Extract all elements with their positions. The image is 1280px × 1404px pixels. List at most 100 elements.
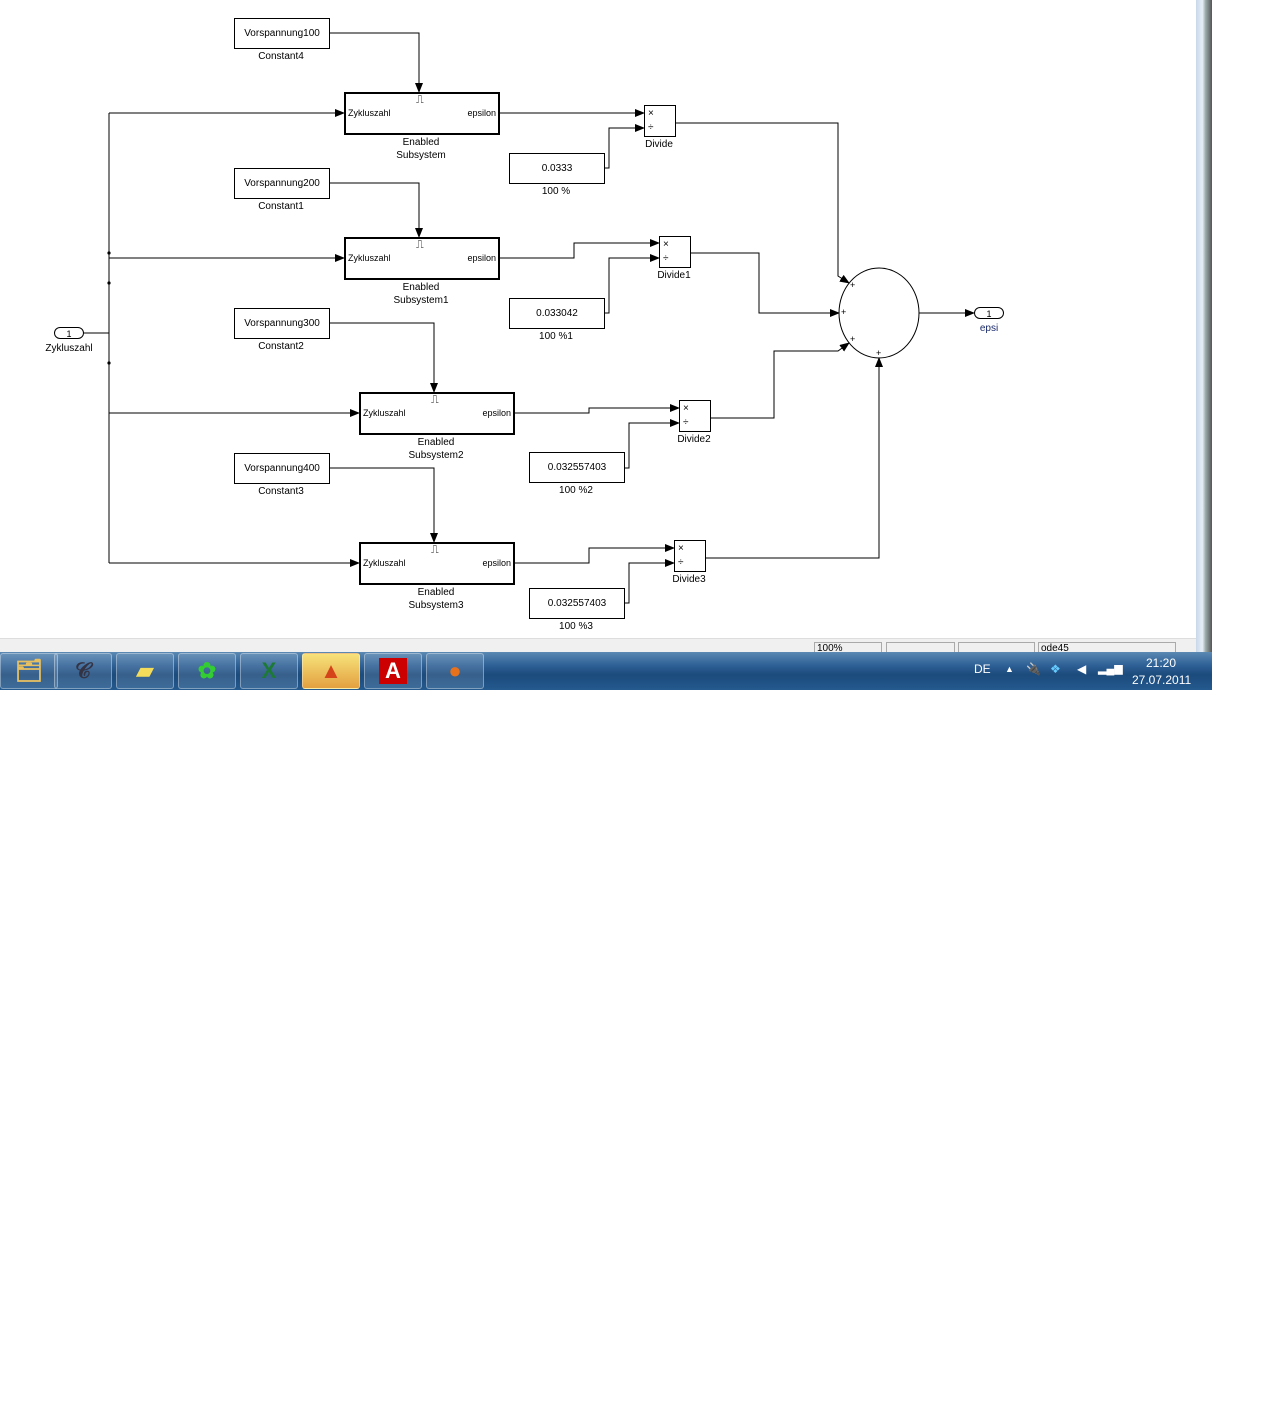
status-bar: 100% ode45 bbox=[0, 638, 1196, 653]
gain-constant-label: 100 %3 bbox=[559, 621, 593, 632]
gain-constant-block[interactable]: 0.033042 bbox=[509, 298, 605, 329]
subsystem-label: Enabled Subsystem1 bbox=[393, 282, 449, 306]
multiply-icon: × bbox=[683, 403, 689, 414]
subsystem-label: Enabled Subsystem2 bbox=[408, 437, 464, 461]
subsystem-input-port-label: Zykluszahl bbox=[348, 108, 391, 118]
signal-line[interactable] bbox=[624, 559, 675, 604]
divide-block[interactable]: ×÷ bbox=[659, 236, 691, 268]
enable-port-icon: ⎍ bbox=[431, 394, 439, 406]
language-indicator[interactable]: DE bbox=[974, 662, 991, 676]
subsystem-label: Enabled Subsystem3 bbox=[408, 587, 464, 611]
inport-label: Zykluszahl bbox=[45, 343, 93, 354]
signal-line[interactable] bbox=[691, 252, 840, 317]
divide-block[interactable]: ×÷ bbox=[644, 105, 676, 137]
status-field bbox=[958, 642, 1035, 653]
clock-date[interactable]: 27.07.2011 bbox=[1132, 673, 1192, 687]
sum-sign: + bbox=[850, 280, 856, 290]
divide-block[interactable]: ×÷ bbox=[674, 540, 706, 572]
constant-label: Constant1 bbox=[258, 201, 304, 212]
enable-port-icon: ⎍ bbox=[416, 239, 424, 251]
constant-label: Constant3 bbox=[258, 486, 304, 497]
enabled-subsystem-block[interactable]: Zykluszahl epsilon ⎍ bbox=[344, 237, 500, 280]
taskbar-app-matlab[interactable]: ▲ bbox=[302, 653, 360, 689]
divide-label: Divide2 bbox=[677, 434, 711, 445]
subsystem-input-port-label: Zykluszahl bbox=[363, 558, 406, 568]
divide-icon: ÷ bbox=[678, 557, 684, 568]
power-icon[interactable]: 🔌 bbox=[1026, 662, 1041, 676]
signal-line[interactable] bbox=[329, 32, 423, 93]
divide-icon: ÷ bbox=[683, 417, 689, 428]
divide-block[interactable]: ×÷ bbox=[679, 400, 711, 432]
scrollbar[interactable] bbox=[1196, 0, 1212, 652]
signal-line[interactable] bbox=[706, 357, 883, 559]
taskbar-app-windows-explorer[interactable]: 🗂 bbox=[0, 653, 58, 689]
signal-line[interactable] bbox=[711, 342, 850, 419]
taskbar-app-firefox[interactable]: ● bbox=[426, 653, 484, 689]
signal-line[interactable] bbox=[329, 322, 438, 393]
dropbox-icon[interactable]: ❖ bbox=[1050, 662, 1061, 676]
subsystem-output-port-label: epsilon bbox=[482, 408, 511, 418]
outport-epsi[interactable]: 1 bbox=[974, 307, 1004, 319]
multiply-icon: × bbox=[648, 108, 654, 119]
signal-line[interactable] bbox=[514, 544, 675, 564]
taskbar-app-sticky-notes[interactable]: ▰ bbox=[116, 653, 174, 689]
sum-sign: + bbox=[841, 307, 847, 317]
outport-label: epsi bbox=[979, 323, 999, 334]
branch-point bbox=[107, 281, 111, 285]
sum-sign: + bbox=[850, 334, 856, 344]
gain-constant-label: 100 % bbox=[541, 186, 571, 197]
taskbar-app-excel[interactable]: X bbox=[240, 653, 298, 689]
divide-label: Divide1 bbox=[657, 270, 691, 281]
constant-label: Constant2 bbox=[258, 341, 304, 352]
signal-line[interactable] bbox=[329, 182, 423, 238]
divide-icon: ÷ bbox=[663, 253, 669, 264]
network-signal-icon[interactable]: ▂▄▆ bbox=[1098, 663, 1123, 675]
sum-sign: + bbox=[876, 348, 882, 358]
gain-constant-block[interactable]: 0.032557403 bbox=[529, 452, 625, 483]
taskbar-app-adobe-reader[interactable]: A bbox=[364, 653, 422, 689]
volume-icon[interactable]: ◀ bbox=[1077, 662, 1087, 676]
signal-line[interactable] bbox=[514, 404, 680, 414]
enabled-subsystem-block[interactable]: Zykluszahl epsilon ⎍ bbox=[359, 392, 515, 435]
enable-port-icon: ⎍ bbox=[416, 94, 424, 106]
gain-constant-label: 100 %2 bbox=[559, 485, 593, 496]
divide-icon: ÷ bbox=[648, 122, 654, 133]
signal-line[interactable] bbox=[676, 122, 850, 284]
status-field bbox=[886, 642, 955, 653]
gain-constant-block[interactable]: 0.032557403 bbox=[529, 588, 625, 619]
subsystem-output-port-label: epsilon bbox=[482, 558, 511, 568]
signal-line[interactable] bbox=[499, 239, 660, 259]
constant-block[interactable]: Vorspannung400 bbox=[234, 453, 330, 484]
constant-block[interactable]: Vorspannung300 bbox=[234, 308, 330, 339]
folder-icon: 🗂 bbox=[15, 658, 43, 683]
branch-point bbox=[107, 251, 111, 255]
cl-icon: 𝒞 bbox=[74, 658, 92, 683]
inport-zykluszahl[interactable]: 1 bbox=[54, 327, 84, 339]
enable-port-icon: ⎍ bbox=[431, 544, 439, 556]
show-hidden-icons[interactable]: ▲ bbox=[1005, 664, 1014, 674]
constant-block[interactable]: Vorspannung100 bbox=[234, 18, 330, 49]
constant-block[interactable]: Vorspannung200 bbox=[234, 168, 330, 199]
signal-line[interactable] bbox=[329, 467, 438, 543]
gain-constant-label: 100 %1 bbox=[539, 331, 573, 342]
subsystem-label: Enabled Subsystem bbox=[396, 137, 446, 161]
taskbar-app-cl[interactable]: 𝒞 bbox=[54, 653, 112, 689]
signal-line[interactable] bbox=[604, 254, 660, 314]
branch-point bbox=[107, 361, 111, 365]
flower-icon: ✿ bbox=[197, 658, 217, 683]
status-zoom: 100% bbox=[814, 642, 882, 653]
signal-line[interactable] bbox=[624, 419, 680, 469]
subsystem-input-port-label: Zykluszahl bbox=[363, 408, 406, 418]
divide-label: Divide bbox=[645, 139, 673, 150]
subsystem-output-port-label: epsilon bbox=[467, 253, 496, 263]
signal-line[interactable] bbox=[604, 124, 645, 169]
clock-time[interactable]: 21:20 bbox=[1146, 656, 1177, 670]
signal-lines bbox=[84, 32, 975, 604]
taskbar-app-icq[interactable]: ✿ bbox=[178, 653, 236, 689]
gain-constant-block[interactable]: 0.0333 bbox=[509, 153, 605, 184]
enabled-subsystem-block[interactable]: Zykluszahl epsilon ⎍ bbox=[359, 542, 515, 585]
subsystem-input-port-label: Zykluszahl bbox=[348, 253, 391, 263]
pdf-icon: A bbox=[379, 658, 407, 684]
